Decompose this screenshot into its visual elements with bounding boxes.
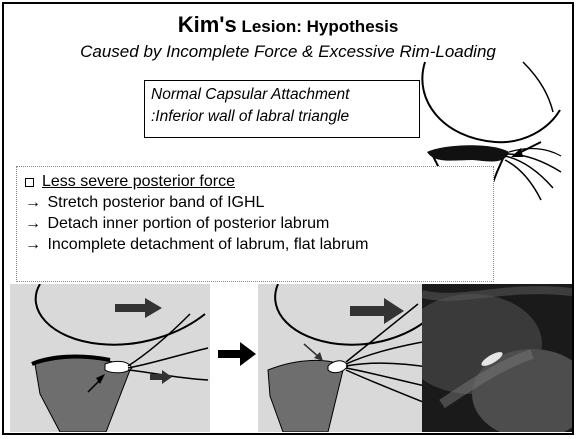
bottom-figures (8, 284, 572, 434)
lesion-stage-2-illustration (258, 284, 436, 432)
arthroscopic-photo (422, 284, 572, 432)
bullet-item: → Detach inner portion of posterior labr… (25, 213, 485, 234)
slide-title: Kim's Lesion: Hypothesis (4, 12, 572, 38)
lesion-stage-1-illustration (10, 284, 210, 432)
note-line-1: Normal Capsular Attachment (151, 84, 413, 106)
slide: Kim's Lesion: Hypothesis Caused by Incom… (2, 2, 574, 435)
right-arrow-icon: → (25, 234, 43, 255)
title-rest: Lesion: Hypothesis (237, 17, 399, 36)
right-arrow-icon: → (25, 192, 43, 213)
title-kims: Kim's (178, 12, 237, 37)
bullet-item-text: Stretch posterior band of IGHL (43, 194, 264, 211)
bullet-heading-text: Less severe posterior force (42, 171, 235, 192)
bullet-item: → Incomplete detachment of labrum, flat … (25, 234, 485, 255)
note-line-2: :Inferior wall of labral triangle (151, 106, 413, 128)
hypothesis-bullets: Less severe posterior force → Stretch po… (16, 166, 494, 282)
bullet-item: → Stretch posterior band of IGHL (25, 192, 485, 213)
slide-subtitle: Caused by Incomplete Force & Excessive R… (4, 42, 572, 62)
bullet-item-text: Incomplete detachment of labrum, flat la… (43, 236, 369, 253)
bullet-heading: Less severe posterior force (25, 171, 485, 192)
right-arrow-icon: → (25, 213, 43, 234)
capsular-attachment-note: Normal Capsular Attachment :Inferior wal… (144, 80, 420, 138)
right-arrow-icon (216, 339, 258, 369)
square-bullet-icon (25, 178, 34, 187)
bullet-item-text: Detach inner portion of posterior labrum (43, 215, 329, 232)
